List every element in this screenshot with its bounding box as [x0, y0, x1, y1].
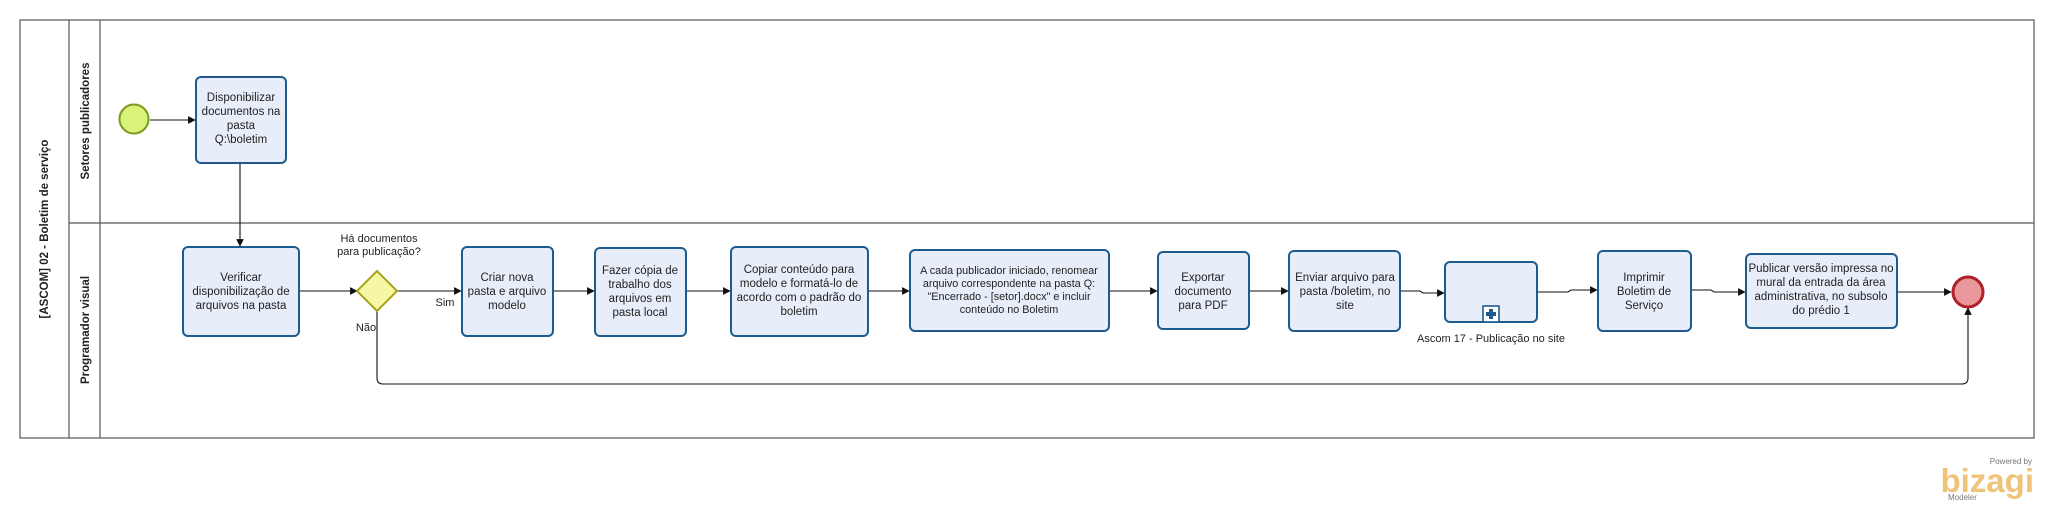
subprocess-label: Ascom 17 - Publicação no site [1417, 333, 1565, 345]
task-label-line: "Encerrado - [setor].docx" e incluir [927, 291, 1090, 303]
task-label-line: pasta e arquivo [468, 286, 547, 298]
task-box-t5[interactable] [730, 246, 869, 337]
task-label-line: site [1336, 300, 1354, 312]
task-label-line: Disponibilizar [207, 92, 276, 104]
task-label-line: arquivo correspondente na pasta Q: [923, 278, 1095, 290]
brand-edition: Modeler [1948, 493, 1977, 502]
task-label-line: A cada publicador iniciado, renomear [920, 265, 1098, 277]
flow-t8-to-subprocess [1400, 289, 1445, 297]
task-box-t6[interactable] [909, 249, 1110, 332]
task-label-t9: Imprimir Boletim de Serviço [1617, 272, 1671, 312]
task-label-line: administrativa, no subsolo [1755, 291, 1888, 303]
task-label-line: arquivos na pasta [196, 300, 287, 312]
task-label-line: Boletim de [1617, 286, 1671, 298]
gateway-no-label: Não [356, 322, 376, 334]
task-label-line: pasta local [613, 307, 668, 319]
task-box-t10[interactable] [1745, 253, 1898, 329]
task-label-line: boletim [780, 306, 817, 318]
task-box-t9[interactable] [1597, 250, 1692, 332]
task-label-line: pasta /boletim, no [1300, 286, 1391, 298]
gateway-yes-label: Sim [436, 297, 455, 309]
flow-gateway-no-to-end [376, 307, 1972, 385]
flow-subprocess-to-t9 [1537, 286, 1598, 294]
task-label-line: pasta [227, 120, 256, 132]
brand-logo-text: bizagi [1940, 462, 2034, 499]
task-label-line: Serviço [1625, 300, 1663, 312]
task-box-t1[interactable] [195, 76, 287, 164]
start-event[interactable] [118, 103, 150, 135]
sequence-flows [150, 116, 1972, 385]
task-label-line: modelo e formatá-lo de [740, 278, 858, 290]
lane-label-setores: Setores publicadores [80, 63, 92, 180]
task-label-t10: Publicar versão impressa no mural da ent… [1748, 263, 1893, 317]
task-label-t1: Disponibilizar documentos na pasta Q:\bo… [202, 92, 281, 146]
task-label-t7: Exportar documento para PDF [1175, 272, 1232, 312]
pool: [ASCOM] 02 - Boletim de serviço Setores … [19, 19, 2035, 439]
task-label-line: documento [1175, 286, 1232, 298]
task-label-line: Publicar versão impressa no [1748, 263, 1893, 275]
task-label-t5: Copiar conteúdo para modelo e formatá-lo… [737, 264, 862, 318]
task-box-t7[interactable] [1157, 251, 1250, 330]
task-box-t3[interactable] [461, 246, 554, 337]
subprocess-expand-icon[interactable] [1482, 305, 1500, 323]
flow-t9-to-t10 [1691, 288, 1746, 296]
task-label-line: Q:\boletim [215, 134, 267, 146]
gateway-question-line-2: para publicação? [337, 246, 421, 258]
gateway-question-line-1: Há documentos [340, 233, 418, 245]
task-label-line: acordo com o padrão do [737, 292, 862, 304]
task-label-line: para PDF [1178, 300, 1227, 312]
end-event[interactable] [1951, 275, 1985, 309]
task-label-line: documentos na [202, 106, 281, 118]
task-label-t8: Enviar arquivo para pasta /boletim, no s… [1295, 272, 1395, 312]
task-label-line: Exportar [1181, 272, 1225, 284]
task-label-line: modelo [488, 300, 526, 312]
lane-label-programador: Programador visual [80, 276, 92, 384]
task-label-t3: Criar nova pasta e arquivo modelo [468, 272, 547, 312]
gateway[interactable] [355, 269, 399, 313]
task-label-line: Copiar conteúdo para [744, 264, 855, 276]
brand-powered-by: Powered by [1990, 457, 2032, 466]
task-box-t4[interactable] [594, 247, 687, 337]
pool-label: [ASCOM] 02 - Boletim de serviço [39, 140, 51, 319]
task-label-t6: A cada publicador iniciado, renomear arq… [920, 265, 1098, 316]
task-label-t4: Fazer cópia de trabalho dos arquivos em … [602, 265, 678, 319]
task-label-line: mural da entrada da área [1756, 277, 1886, 289]
task-label-line: Imprimir [1623, 272, 1665, 284]
task-label-line: arquivos em [609, 293, 672, 305]
task-label-line: Enviar arquivo para [1295, 272, 1395, 284]
task-label-line: trabalho dos [608, 279, 672, 291]
task-label-line: disponibilização de [192, 286, 289, 298]
task-label-line: conteúdo no Boletim [960, 304, 1058, 316]
task-label-line: Fazer cópia de [602, 265, 678, 277]
task-label-line: Verificar [220, 272, 262, 284]
bizagi-brand: Powered by bizagi Modeler [1940, 457, 2034, 502]
task-box-t8[interactable] [1288, 250, 1401, 332]
task-label-line: do prédio 1 [1792, 305, 1850, 317]
task-label-t2: Verificar disponibilização de arquivos n… [192, 272, 289, 312]
task-label-line: Criar nova [480, 272, 534, 284]
task-box-t2[interactable] [182, 246, 300, 337]
